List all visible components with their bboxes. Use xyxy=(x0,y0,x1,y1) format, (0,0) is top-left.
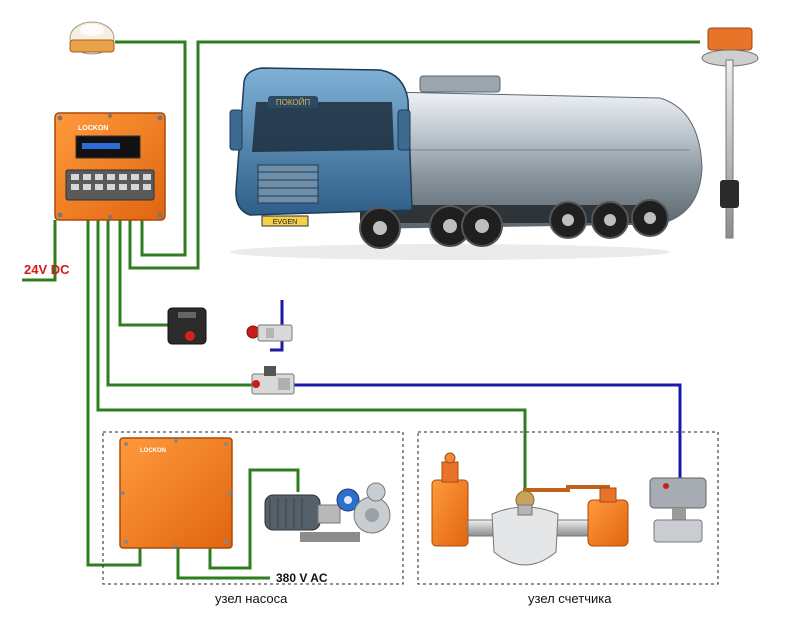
wire-air-mid xyxy=(290,383,682,490)
meter-node-label: узел счетчика xyxy=(528,591,612,606)
pump-node-label: узел насоса xyxy=(215,591,288,606)
wire-air-top xyxy=(270,300,284,352)
wire-motor xyxy=(208,468,300,570)
wire-power-dc xyxy=(22,220,57,282)
power-dc-label: 24V DC xyxy=(24,262,70,277)
gps-receiver xyxy=(69,21,115,55)
fuel-truck: ПОКОЙП EVGEN xyxy=(229,67,703,260)
emergency-stop-box xyxy=(167,307,207,345)
wire-gps xyxy=(115,40,187,257)
controller-brand: LOCKON xyxy=(78,125,108,132)
meter-tube xyxy=(523,485,610,500)
wire-pump-box xyxy=(86,220,142,567)
controller: LOCKON xyxy=(54,112,166,221)
wire-power-ac xyxy=(176,548,270,580)
pump-node: LOCKON xyxy=(102,431,404,585)
wire-meter xyxy=(96,220,527,490)
truck-plate: EVGEN xyxy=(273,219,298,226)
truck-sign: ПОКОЙП xyxy=(276,98,311,107)
meter-node xyxy=(417,431,719,585)
power-ac-label: 380 V AC xyxy=(276,571,328,585)
wire-valve-mid xyxy=(106,220,255,387)
level-sensor xyxy=(701,27,759,239)
wire-level-sensor xyxy=(128,40,700,270)
wire-emergency xyxy=(118,220,168,327)
pneumatic-valve-top xyxy=(246,324,293,342)
pump-box-brand: LOCKON xyxy=(140,448,166,454)
pneumatic-valve-mid xyxy=(251,366,295,395)
